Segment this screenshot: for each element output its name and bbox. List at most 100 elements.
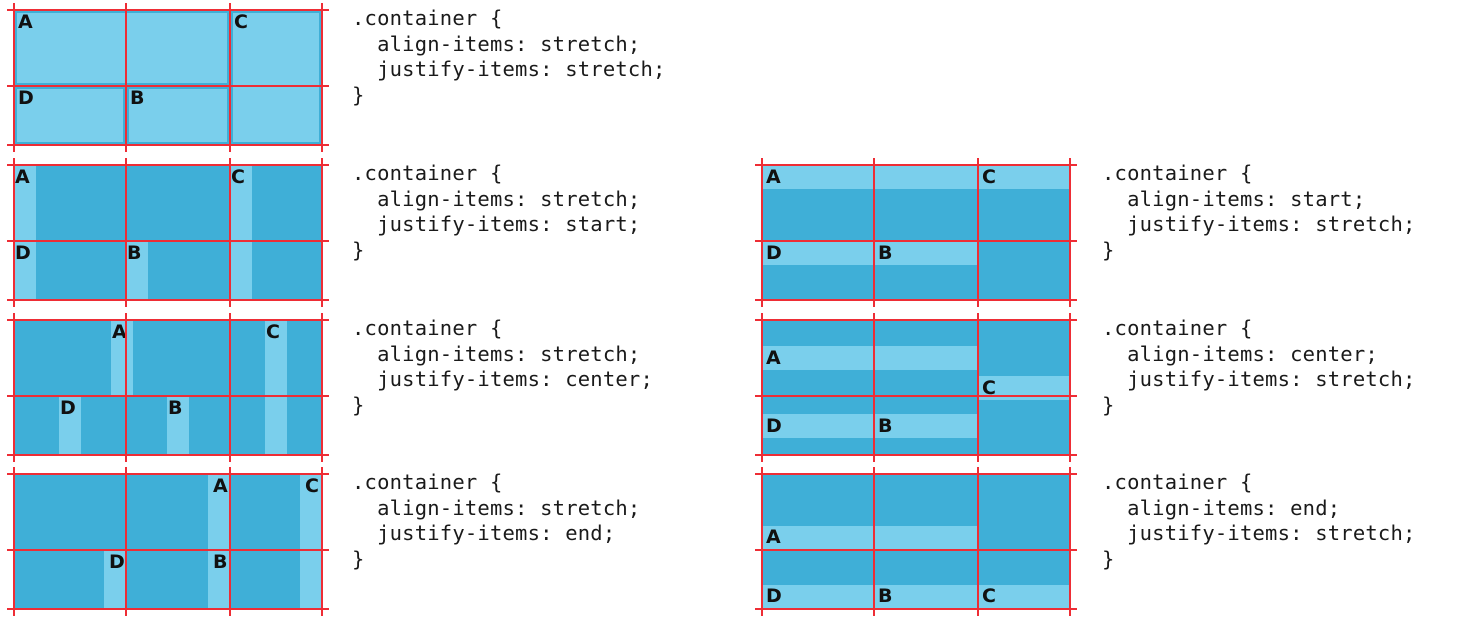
code-line: .container {: [1102, 161, 1253, 185]
grid-item-a: [762, 526, 978, 550]
fig-6-code: .container { align-items: center; justif…: [1102, 316, 1416, 418]
grid-line-vertical: [229, 313, 231, 462]
grid-line-horizontal: [7, 395, 329, 397]
grid-line-vertical: [761, 313, 763, 462]
code-line: }: [352, 392, 365, 417]
code-line: }: [1102, 546, 1115, 571]
code-line: align-items: start;: [1102, 186, 1366, 211]
grid-item-label-a: A: [766, 347, 781, 369]
code-line: }: [352, 237, 365, 262]
grid-item-label-d: D: [15, 242, 31, 264]
grid-line-vertical: [977, 313, 979, 462]
code-line: align-items: stretch;: [352, 186, 641, 211]
grid-line-vertical: [229, 467, 231, 616]
code-line: }: [352, 82, 365, 107]
grid-item-b: [874, 585, 978, 609]
grid-item-d: [104, 550, 126, 609]
grid-item-label-d: D: [109, 551, 125, 573]
grid-item-label-d: D: [60, 397, 76, 419]
grid-line-horizontal: [7, 9, 329, 11]
grid-line-vertical: [125, 313, 127, 462]
grid-item-a: [762, 165, 978, 189]
code-line: justify-items: start;: [352, 212, 641, 236]
grid-item-d: [762, 413, 874, 438]
grid-item-label-c: C: [234, 11, 248, 33]
code-line: justify-items: stretch;: [1102, 212, 1416, 236]
grid-item-d: [762, 585, 874, 609]
grid-item-label-a: A: [766, 526, 781, 548]
grid-line-horizontal: [7, 144, 329, 146]
grid-item-label-b: B: [127, 242, 142, 264]
grid-item-b: [874, 241, 978, 265]
grid-item-label-b: B: [168, 397, 183, 419]
grid-item-label-c: C: [982, 166, 996, 188]
code-line: }: [1102, 392, 1115, 417]
grid-item-d: [14, 241, 36, 300]
grid-line-vertical: [321, 158, 323, 307]
grid-item-label-d: D: [766, 242, 782, 264]
grid-line-vertical: [1069, 467, 1071, 616]
grid-line-vertical: [229, 3, 231, 152]
grid-item-label-c: C: [305, 475, 319, 497]
grid-item-label-b: B: [130, 87, 145, 109]
grid-line-horizontal: [7, 164, 329, 166]
grid-item-label-b: B: [878, 242, 893, 264]
grid-line-vertical: [13, 467, 15, 616]
grid-item-label-a: A: [15, 166, 30, 188]
grid-item-label-c: C: [266, 321, 280, 343]
grid-item-c: [230, 165, 252, 300]
grid-item-label-d: D: [18, 87, 34, 109]
grid-line-vertical: [873, 158, 875, 307]
grid-line-horizontal: [755, 454, 1077, 456]
grid-item-c: [265, 320, 287, 455]
grid-line-vertical: [13, 158, 15, 307]
grid-item-b: [208, 550, 230, 609]
grid-line-vertical: [977, 467, 979, 616]
grid-line-vertical: [13, 3, 15, 152]
fig-4-code: .container { align-items: stretch; justi…: [352, 470, 640, 572]
code-line: justify-items: stretch;: [352, 57, 666, 81]
grid-line-vertical: [229, 158, 231, 307]
grid-line-vertical: [321, 467, 323, 616]
grid-item-label-a: A: [18, 11, 33, 33]
grid-cell-background: [14, 165, 322, 300]
grid-line-horizontal: [7, 608, 329, 610]
grid-item-b: [126, 241, 148, 300]
grid-item-label-a: A: [213, 475, 228, 497]
fig-1-code: .container { align-items: stretch; justi…: [352, 6, 666, 108]
grid-item-label-b: B: [878, 414, 893, 437]
grid-line-vertical: [321, 3, 323, 152]
grid-item-b: [874, 413, 978, 438]
grid-line-vertical: [1069, 313, 1071, 462]
grid-line-vertical: [761, 158, 763, 307]
grid-line-vertical: [13, 313, 15, 462]
grid-item-a: [208, 474, 230, 550]
code-line: justify-items: end;: [352, 521, 616, 545]
grid-line-horizontal: [755, 319, 1077, 321]
grid-line-vertical: [1069, 158, 1071, 307]
grid-item-label-b: B: [213, 551, 228, 573]
code-line: .container {: [1102, 316, 1253, 340]
grid-item-a: [14, 10, 230, 86]
grid-item-c: [978, 585, 1070, 609]
code-line: .container {: [352, 470, 503, 494]
grid-item-label-b: B: [878, 585, 893, 607]
fig-7-code: .container { align-items: end; justify-i…: [1102, 470, 1416, 572]
grid-cell-background: [14, 474, 322, 609]
grid-line-horizontal: [755, 549, 1077, 551]
code-line: .container {: [1102, 470, 1253, 494]
grid-item-b: [126, 86, 230, 145]
grid-item-d: [14, 86, 126, 145]
grid-line-horizontal: [7, 549, 329, 551]
code-line: align-items: stretch;: [352, 495, 641, 520]
code-line: align-items: center;: [1102, 341, 1378, 366]
grid-item-label-c: C: [982, 585, 996, 607]
grid-line-horizontal: [755, 164, 1077, 166]
grid-line-vertical: [761, 467, 763, 616]
code-line: .container {: [352, 161, 503, 185]
grid-line-horizontal: [7, 85, 329, 87]
